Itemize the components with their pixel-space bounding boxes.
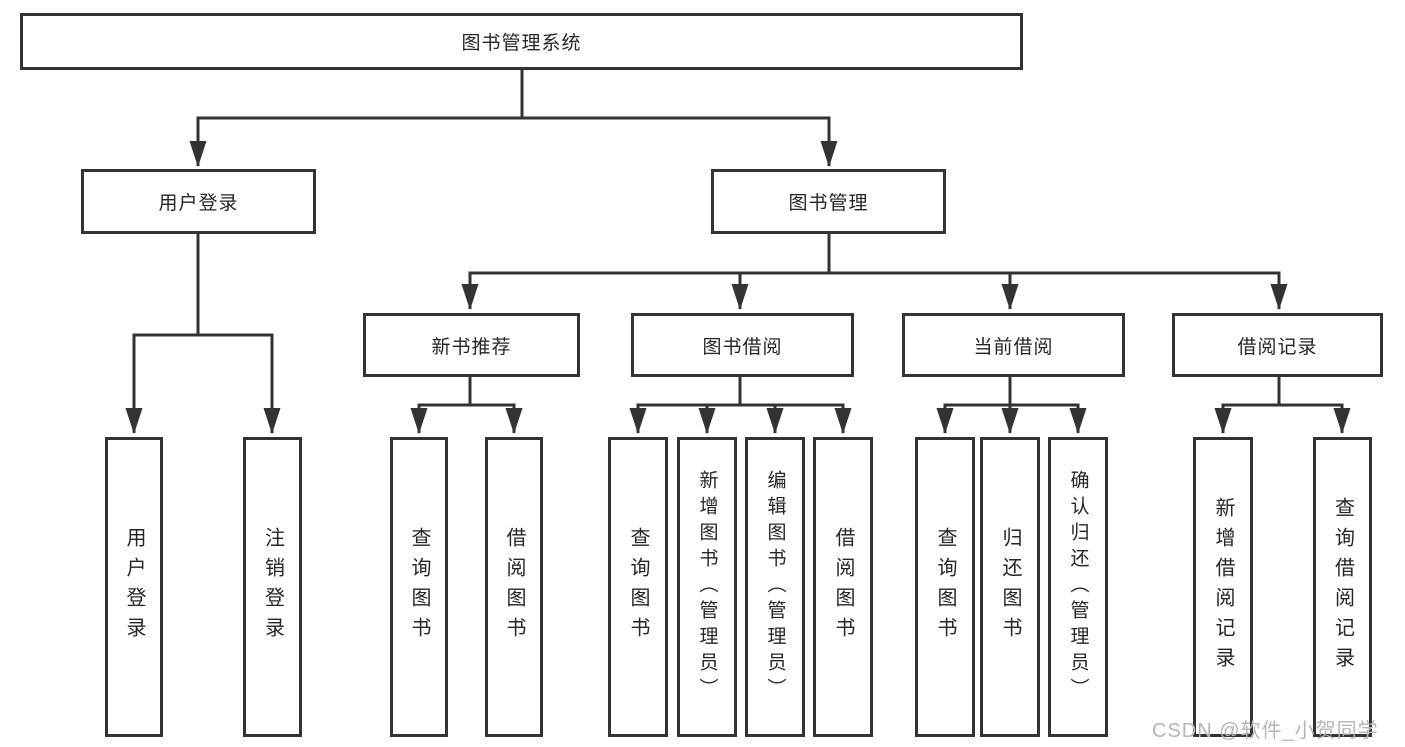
node-book-borrow: 图书借阅 bbox=[631, 313, 854, 377]
root-branch-wires bbox=[189, 68, 838, 167]
node-leaf-user-login: 用户登录 bbox=[105, 437, 163, 737]
node-leaf-bb-borrow-books-label: 借阅图书 bbox=[832, 527, 854, 647]
node-leaf-cb-confirm-return-admin: 确认归还（管理员） bbox=[1048, 437, 1108, 737]
node-leaf-rec-query-books-label: 查询图书 bbox=[408, 527, 430, 647]
new-book-rec-branch-wires bbox=[410, 375, 523, 434]
node-leaf-bb-borrow-books: 借阅图书 bbox=[813, 437, 873, 737]
node-leaf-bb-add-books-admin: 新增图书（管理员） bbox=[677, 437, 737, 737]
current-borrow-branch-wires bbox=[936, 374, 1087, 434]
node-leaf-user-login-label: 用户登录 bbox=[123, 527, 145, 647]
node-leaf-rec-borrow-books: 借阅图书 bbox=[485, 437, 543, 737]
node-borrow-records: 借阅记录 bbox=[1172, 313, 1383, 377]
node-leaf-rec-borrow-books-label: 借阅图书 bbox=[503, 527, 525, 647]
node-leaf-rec-query-books: 查询图书 bbox=[390, 437, 448, 737]
node-leaf-bb-edit-books-admin-label: 编辑图书（管理员） bbox=[764, 470, 786, 704]
node-leaf-br-add-record: 新增借阅记录 bbox=[1193, 437, 1253, 737]
node-root-label: 图书管理系统 bbox=[461, 33, 582, 54]
node-leaf-cb-return-books-label: 归还图书 bbox=[999, 527, 1021, 647]
book-borrow-branch-wires bbox=[629, 375, 852, 434]
borrow-record-branch-wires bbox=[1214, 375, 1351, 434]
user-login-branch-wires bbox=[125, 233, 281, 434]
node-leaf-br-add-record-label: 新增借阅记录 bbox=[1212, 497, 1234, 677]
book-mgmt-branch-wires bbox=[461, 233, 1288, 310]
node-leaf-bb-query-books: 查询图书 bbox=[608, 437, 668, 737]
node-leaf-bb-edit-books-admin: 编辑图书（管理员） bbox=[745, 437, 805, 737]
node-new-book-rec: 新书推荐 bbox=[363, 313, 580, 377]
node-current-borrow-label: 当前借阅 bbox=[973, 336, 1054, 358]
node-user-login-label: 用户登录 bbox=[158, 193, 239, 214]
node-root: 图书管理系统 bbox=[20, 13, 1023, 70]
node-book-borrow-label: 图书借阅 bbox=[702, 336, 783, 358]
node-leaf-br-query-record: 查询借阅记录 bbox=[1313, 437, 1372, 737]
node-leaf-cb-query-books: 查询图书 bbox=[915, 437, 975, 737]
node-current-borrow: 当前借阅 bbox=[902, 313, 1125, 377]
node-leaf-bb-query-books-label: 查询图书 bbox=[627, 527, 649, 647]
node-book-mgmt: 图书管理 bbox=[711, 169, 946, 234]
node-leaf-cb-query-books-label: 查询图书 bbox=[934, 527, 956, 647]
node-leaf-cb-confirm-return-admin-label: 确认归还（管理员） bbox=[1067, 470, 1089, 704]
watermark: CSDN @软件_小贺同学 bbox=[1152, 720, 1379, 742]
node-leaf-logout: 注销登录 bbox=[243, 437, 302, 737]
node-user-login: 用户登录 bbox=[81, 169, 316, 234]
node-borrow-records-label: 借阅记录 bbox=[1237, 336, 1318, 358]
node-leaf-cb-return-books: 归还图书 bbox=[980, 437, 1040, 737]
node-leaf-bb-add-books-admin-label: 新增图书（管理员） bbox=[696, 470, 718, 704]
node-leaf-logout-label: 注销登录 bbox=[261, 527, 284, 647]
node-leaf-br-query-record-label: 查询借阅记录 bbox=[1331, 497, 1354, 677]
node-new-book-rec-label: 新书推荐 bbox=[431, 336, 512, 358]
node-book-mgmt-label: 图书管理 bbox=[788, 193, 869, 214]
